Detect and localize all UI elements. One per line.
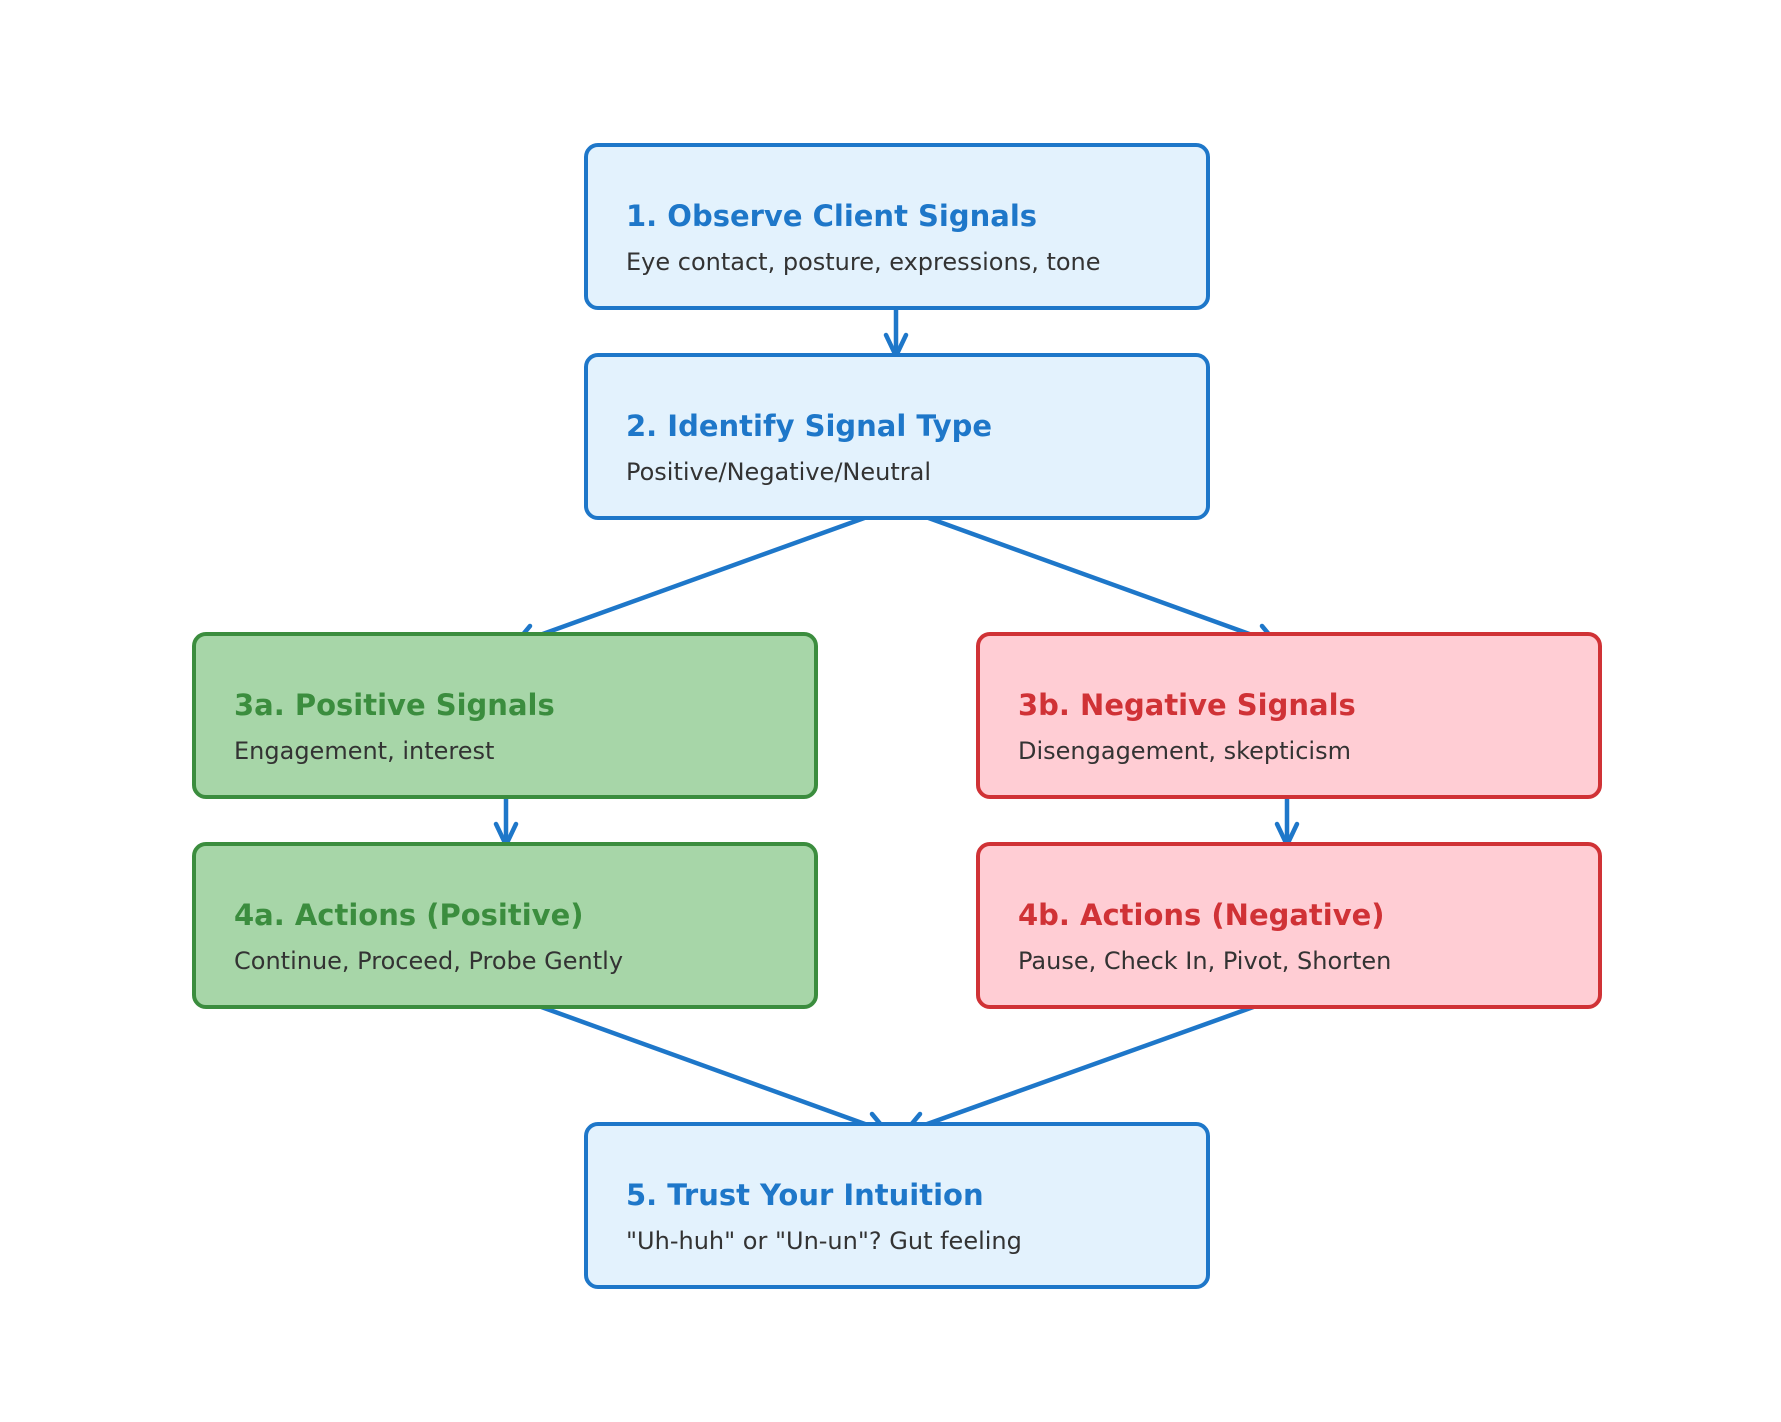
arrow-4a-to-5 — [508, 993, 890, 1137]
step-1-subtitle: Eye contact, posture, expressions, tone — [626, 247, 1101, 276]
step-1-title: 1. Observe Client Signals — [626, 199, 1038, 233]
arrow-1-to-2 — [883, 299, 909, 359]
step-4a-subtitle: Continue, Proceed, Probe Gently — [234, 946, 624, 975]
step-2-identify-signal-type: 2. Identify Signal Type Positive/Negativ… — [584, 353, 1210, 520]
step-1-observe-client-signals: 1. Observe Client Signals Eye contact, p… — [584, 143, 1210, 310]
arrow-4b-to-5 — [902, 993, 1287, 1137]
step-3b-title: 3b. Negative Signals — [1018, 688, 1356, 722]
step-4b-actions-negative: 4b. Actions (Negative) Pause, Check In, … — [976, 842, 1602, 1009]
step-3a-subtitle: Engagement, interest — [234, 736, 495, 765]
step-4a-actions-positive: 4a. Actions (Positive) Continue, Proceed… — [192, 842, 818, 1009]
step-4b-title: 4b. Actions (Negative) — [1018, 898, 1385, 932]
step-3b-subtitle: Disengagement, skepticism — [1018, 736, 1351, 765]
step-5-title: 5. Trust Your Intuition — [626, 1178, 984, 1212]
step-5-trust-your-intuition: 5. Trust Your Intuition "Uh-huh" or "Un-… — [584, 1122, 1210, 1289]
step-3a-positive-signals: 3a. Positive Signals Engagement, interes… — [192, 632, 818, 799]
step-3a-title: 3a. Positive Signals — [234, 688, 555, 722]
step-2-title: 2. Identify Signal Type — [626, 409, 993, 443]
step-3b-negative-signals: 3b. Negative Signals Disengagement, skep… — [976, 632, 1602, 799]
step-4b-subtitle: Pause, Check In, Pivot, Shorten — [1018, 946, 1392, 975]
step-2-subtitle: Positive/Negative/Neutral — [626, 457, 931, 486]
step-5-subtitle: "Uh-huh" or "Un-un"? Gut feeling — [626, 1226, 1022, 1255]
arrow-2-to-3b — [898, 505, 1280, 648]
step-4a-title: 4a. Actions (Positive) — [234, 898, 584, 932]
arrow-2-to-3a — [512, 505, 895, 648]
